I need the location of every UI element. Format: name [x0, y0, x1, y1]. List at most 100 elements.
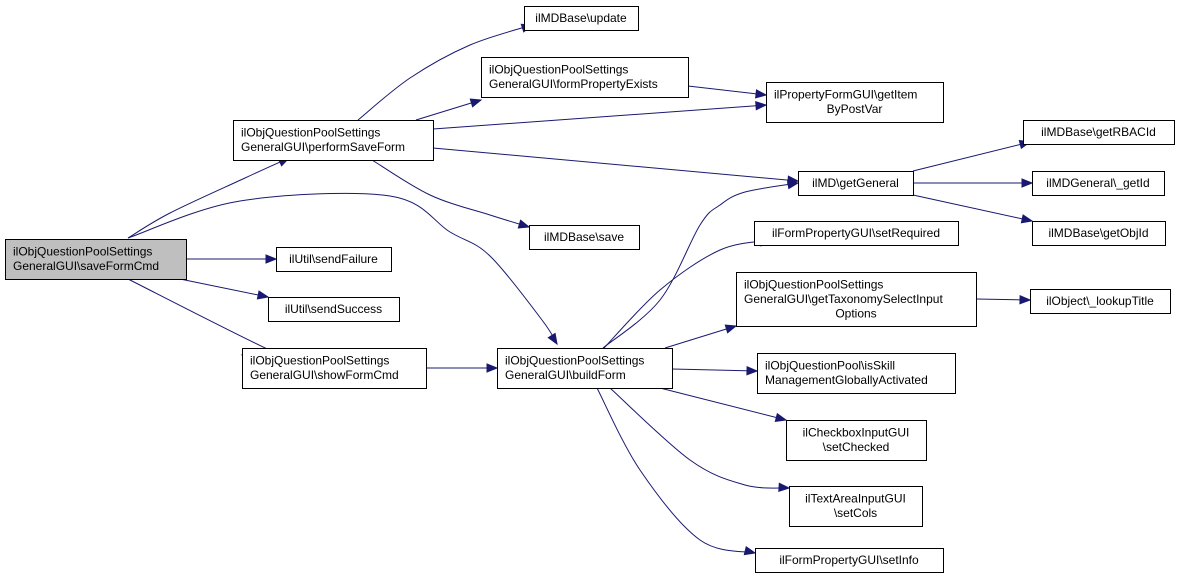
- arrowhead-icon: [755, 100, 768, 111]
- node-box: [1030, 289, 1171, 314]
- edge-saveFormCmd-to-sendFailure: [186, 254, 278, 264]
- node-label-line: ilObject\_lookupTitle: [1046, 294, 1154, 308]
- node-box: [754, 221, 959, 246]
- node-box: [481, 57, 689, 98]
- edge-line: [179, 278, 269, 298]
- node-getObjId[interactable]: ilMDBase\getObjId: [1032, 221, 1166, 246]
- edge-showFormCmd-to-buildForm: [426, 363, 499, 373]
- node-setRequired[interactable]: ilFormPropertyGUI\setRequired: [754, 221, 959, 246]
- edge-line: [659, 387, 787, 421]
- node-label-line: ilObjQuestionPoolSettings: [489, 63, 628, 77]
- node-box: [529, 225, 640, 250]
- node-isSkillManagementGloballyActivated[interactable]: ilObjQuestionPool\isSkillManagementGloba…: [757, 353, 956, 394]
- node-box: [276, 247, 392, 272]
- edge-buildForm-to-getGeneral: [602, 180, 800, 349]
- node-getGeneral[interactable]: ilMD\getGeneral: [798, 171, 914, 196]
- node-label-line: GeneralGUI\performSaveForm: [241, 140, 405, 154]
- node-box: [524, 6, 639, 31]
- node-label-line: \setCols: [834, 506, 877, 520]
- arrowhead-icon: [755, 89, 768, 99]
- edge-line: [602, 182, 799, 349]
- node-performSaveForm[interactable]: ilObjQuestionPoolSettingsGeneralGUI\perf…: [233, 120, 434, 161]
- edge-getGeneral-to-getRBACId: [912, 139, 1032, 172]
- node-lookupTitle[interactable]: ilObject\_lookupTitle: [1030, 289, 1171, 314]
- edge-performSaveForm-to-formPropertyExists: [415, 98, 483, 121]
- node-label-line: ilObjQuestionPoolSettings: [13, 245, 152, 259]
- node-setCols[interactable]: ilTextAreaInputGUI\setCols: [789, 486, 923, 527]
- arrowhead-icon: [746, 366, 759, 376]
- edge-buildForm-to-getTaxonomySelectInputOptions: [664, 324, 738, 349]
- node-label-line: GeneralGUI\formPropertyExists: [489, 77, 658, 91]
- node-label-line: GeneralGUI\showFormCmd: [250, 368, 399, 382]
- node-label-line: ilFormPropertyGUI\setInfo: [779, 553, 919, 567]
- node-box: [789, 486, 923, 527]
- node-box: [755, 548, 944, 573]
- edge-line: [127, 157, 290, 239]
- arrowhead-icon: [547, 332, 558, 346]
- arrowhead-icon: [265, 254, 278, 264]
- node-sendSuccess[interactable]: ilUtil\sendSuccess: [268, 297, 400, 322]
- node-setChecked[interactable]: ilCheckboxInputGUI\setChecked: [786, 420, 927, 461]
- node-setInfo[interactable]: ilFormPropertyGUI\setInfo: [755, 548, 944, 573]
- node-label-line: ilMDBase\getRBACId: [1041, 125, 1156, 139]
- node-box: [757, 353, 956, 394]
- edge-performSaveForm-to-mdSave: [371, 159, 531, 229]
- node-box: [736, 272, 977, 327]
- node-formPropertyExists[interactable]: ilObjQuestionPoolSettingsGeneralGUI\form…: [481, 57, 689, 98]
- edge-buildForm-to-setChecked: [659, 387, 788, 422]
- node-label-line: ilMDGeneral\_getId: [1046, 176, 1149, 190]
- node-saveFormCmd[interactable]: ilObjQuestionPoolSettingsGeneralGUI\save…: [5, 239, 187, 280]
- edge-line: [432, 147, 799, 182]
- node-label-line: ilObjQuestionPoolSettings: [744, 277, 883, 291]
- node-box: [497, 348, 673, 389]
- arrowhead-icon: [724, 324, 738, 334]
- node-label-line: \setChecked: [823, 440, 890, 454]
- node-mdSave[interactable]: ilMDBase\save: [529, 225, 640, 250]
- node-box: [786, 420, 927, 461]
- edge-buildForm-to-setCols: [609, 387, 791, 493]
- node-getTaxonomySelectInputOptions[interactable]: ilObjQuestionPoolSettingsGeneralGUI\getT…: [736, 272, 977, 327]
- node-label-line: ilMDBase\update: [535, 11, 627, 25]
- node-buildForm[interactable]: ilObjQuestionPoolSettingsGeneralGUI\buil…: [497, 348, 673, 389]
- node-label-line: ilObjQuestionPoolSettings: [241, 126, 380, 140]
- edge-saveFormCmd-to-buildForm: [127, 192, 558, 346]
- arrowhead-icon: [256, 290, 270, 300]
- edge-line: [596, 387, 756, 554]
- node-getRBACId[interactable]: ilMDBase\getRBACId: [1023, 120, 1175, 145]
- node-label-line: Options: [835, 306, 876, 320]
- edge-performSaveForm-to-getGeneral: [432, 147, 800, 185]
- node-showFormCmd[interactable]: ilObjQuestionPoolSettingsGeneralGUI\show…: [242, 348, 427, 389]
- edge-formPropertyExists-to-getItemByPostVar: [687, 85, 768, 99]
- node-mdUpdate[interactable]: ilMDBase\update: [524, 6, 639, 31]
- arrowhead-icon: [1021, 178, 1034, 188]
- edge-line: [371, 159, 530, 228]
- node-box: [268, 297, 400, 322]
- arrowhead-icon: [774, 412, 788, 422]
- node-box: [1023, 120, 1175, 145]
- node-box: [1032, 171, 1165, 196]
- edge-line: [671, 368, 758, 372]
- node-label-line: ilFormPropertyGUI\setRequired: [772, 226, 940, 240]
- root-node-box: [5, 239, 187, 280]
- arrowhead-icon: [778, 482, 791, 493]
- node-label-line: ilObjQuestionPoolSettings: [250, 354, 389, 368]
- arrowhead-icon: [517, 219, 531, 229]
- node-label-line: ByPostVar: [827, 102, 883, 116]
- edge-line: [127, 192, 558, 345]
- arrowhead-icon: [786, 180, 800, 190]
- node-label-line: GeneralGUI\getTaxonomySelectInput: [744, 292, 943, 306]
- node-label-line: GeneralGUI\buildForm: [505, 368, 626, 382]
- node-box: [798, 171, 914, 196]
- node-label-line: ilTextAreaInputGUI: [805, 492, 906, 506]
- node-getId[interactable]: ilMDGeneral\_getId: [1032, 171, 1165, 196]
- node-sendFailure[interactable]: ilUtil\sendFailure: [276, 247, 392, 272]
- node-label-line: ilObjQuestionPool\isSkill: [765, 359, 895, 373]
- node-box: [766, 82, 944, 123]
- edge-line: [432, 104, 767, 130]
- nodes-layer: ilObjQuestionPoolSettingsGeneralGUI\save…: [5, 6, 1175, 573]
- edge-getGeneral-to-getId: [913, 178, 1034, 188]
- arrowhead-icon: [743, 545, 757, 556]
- node-label-line: ilCheckboxInputGUI: [803, 426, 910, 440]
